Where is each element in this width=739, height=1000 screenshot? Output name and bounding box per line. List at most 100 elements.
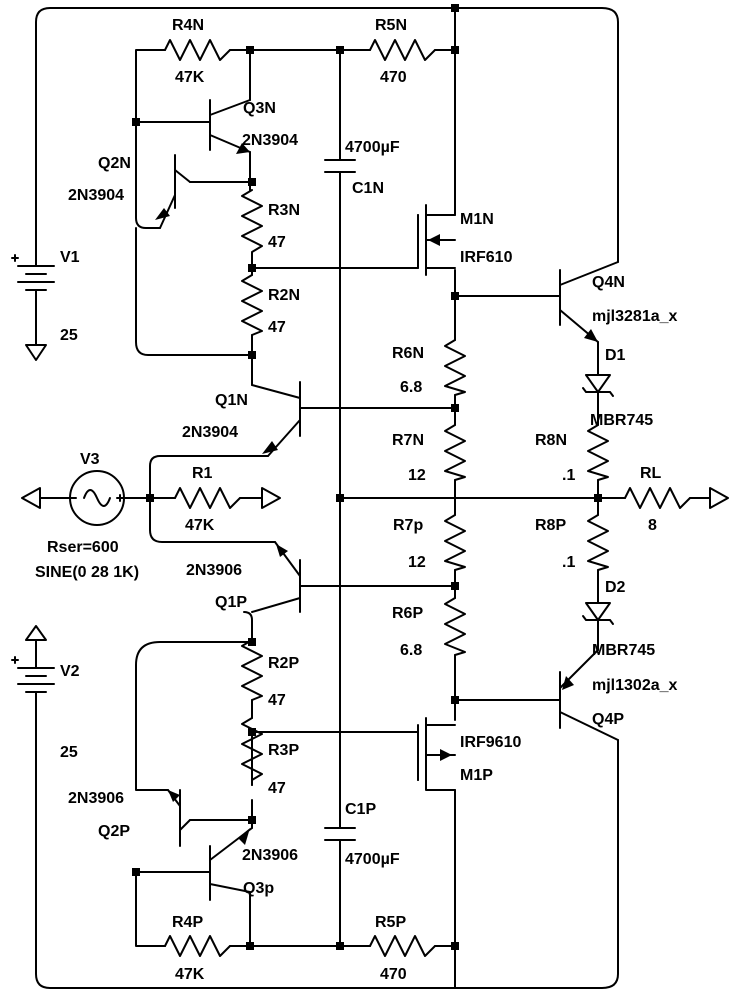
r7p-label: R7p <box>393 517 423 534</box>
v3-sine: SINE(0 28 1K) <box>35 564 139 581</box>
labels: R4N 47K R5N 470 Q3N 2N3904 Q2N 2N3904 47… <box>35 17 678 983</box>
v3-rser: Rser=600 <box>47 539 119 556</box>
r8n-zigzag <box>587 424 609 481</box>
r8p-value: .1 <box>562 554 575 571</box>
q1n-label: Q1N <box>215 392 248 409</box>
rl-zigzag <box>624 487 691 509</box>
r7n-label: R7N <box>392 432 424 449</box>
r1-label: R1 <box>192 465 213 482</box>
r4n-label: R4N <box>172 17 204 34</box>
r8n-value: .1 <box>562 467 575 484</box>
v2-battery <box>17 625 55 701</box>
q1p-symbol <box>251 541 301 613</box>
q2p-emitter-arrow <box>168 790 180 802</box>
r4n-zigzag <box>164 39 231 61</box>
r2n-label: R2N <box>268 287 300 304</box>
r3n-zigzag <box>241 189 263 261</box>
r8n-label: R8N <box>535 432 567 449</box>
r6p-zigzag <box>444 597 466 656</box>
c1p-plates <box>324 827 356 841</box>
c1n-label: C1N <box>352 180 384 197</box>
capacitors <box>324 159 356 841</box>
r2n-value: 47 <box>268 319 286 336</box>
r4p-label: R4P <box>172 914 203 931</box>
q3n-label: Q3N <box>243 100 276 117</box>
transistors <box>155 99 619 901</box>
input-port-left <box>21 487 41 509</box>
r4n-value: 47K <box>175 69 205 86</box>
r7p-value: 12 <box>408 554 426 571</box>
v1-plus <box>11 254 19 262</box>
q1p-emitter-arrow <box>276 544 288 557</box>
d2-label: D2 <box>605 579 626 596</box>
r8p-zigzag <box>587 514 609 571</box>
c1n-value: 4700µF <box>345 139 400 156</box>
q2n-emitter-arrow <box>155 208 170 220</box>
d1-model: MBR745 <box>590 412 653 429</box>
r8p-label: R8P <box>535 517 566 534</box>
v2-plus <box>11 656 19 664</box>
r3n-value: 47 <box>268 234 286 251</box>
r7p-zigzag <box>444 514 466 571</box>
r5n-label: R5N <box>375 17 407 34</box>
m1p-label: M1P <box>460 767 493 784</box>
q2n-model: 2N3904 <box>68 187 124 204</box>
v3-label: V3 <box>80 451 100 468</box>
r5p-zigzag <box>369 935 436 957</box>
q2p-symbol <box>167 789 191 847</box>
q4n-model: mjl3281a_x <box>592 308 678 325</box>
r5p-value: 470 <box>380 966 407 983</box>
m1n-label: M1N <box>460 211 494 228</box>
v2-value: 25 <box>60 744 78 761</box>
v3-sine <box>83 489 111 507</box>
r1-port-right <box>261 487 281 509</box>
r4p-zigzag <box>164 935 231 957</box>
q2p-label: Q2P <box>98 823 130 840</box>
v1-value: 25 <box>60 327 78 344</box>
m1p-model: IRF9610 <box>460 734 521 751</box>
r2p-zigzag <box>241 639 263 701</box>
q4p-emitter-arrow <box>562 676 574 690</box>
d1-symbol <box>582 359 614 409</box>
rl-port-right <box>709 487 729 509</box>
q1n-symbol <box>251 381 301 457</box>
r4p-value: 47K <box>175 966 205 983</box>
resistors <box>164 39 691 957</box>
c1n-plates <box>324 159 356 173</box>
q3p-label: Q3p <box>243 880 274 897</box>
r6p-value: 6.8 <box>400 642 422 659</box>
r5n-zigzag <box>369 39 436 61</box>
q4p-model: mjl1302a_x <box>592 677 678 694</box>
m1n-model: IRF610 <box>460 249 513 266</box>
q3n-emitter-arrow <box>236 143 250 154</box>
q3p-model: 2N3906 <box>242 847 298 864</box>
r3p-label: R3P <box>268 742 299 759</box>
q2n-symbol <box>159 154 191 229</box>
r7n-value: 12 <box>408 467 426 484</box>
m1n-arrow <box>428 234 440 246</box>
v1-label: V1 <box>60 249 80 266</box>
r3p-value: 47 <box>268 780 286 797</box>
v2-label: V2 <box>60 663 80 680</box>
q3p-emitter-arrow <box>238 828 250 845</box>
m1n-symbol <box>417 204 456 276</box>
junctions <box>132 4 602 950</box>
r2p-label: R2P <box>268 655 299 672</box>
rl-label: RL <box>640 465 662 482</box>
v1-battery <box>17 254 55 361</box>
d2-symbol <box>582 589 614 636</box>
diodes <box>582 359 614 636</box>
r2p-value: 47 <box>268 692 286 709</box>
q4p-label: Q4P <box>592 711 624 728</box>
q2p-model: 2N3906 <box>68 790 124 807</box>
rl-value: 8 <box>648 517 657 534</box>
r6n-zigzag <box>444 339 466 396</box>
c1p-value: 4700µF <box>345 851 400 868</box>
v3-signs <box>70 494 124 502</box>
q4n-emitter-arrow <box>584 329 598 342</box>
d1-label: D1 <box>605 347 626 364</box>
q1p-label: Q1P <box>215 594 247 611</box>
r1-value: 47K <box>185 517 215 534</box>
r1-zigzag <box>174 487 241 509</box>
